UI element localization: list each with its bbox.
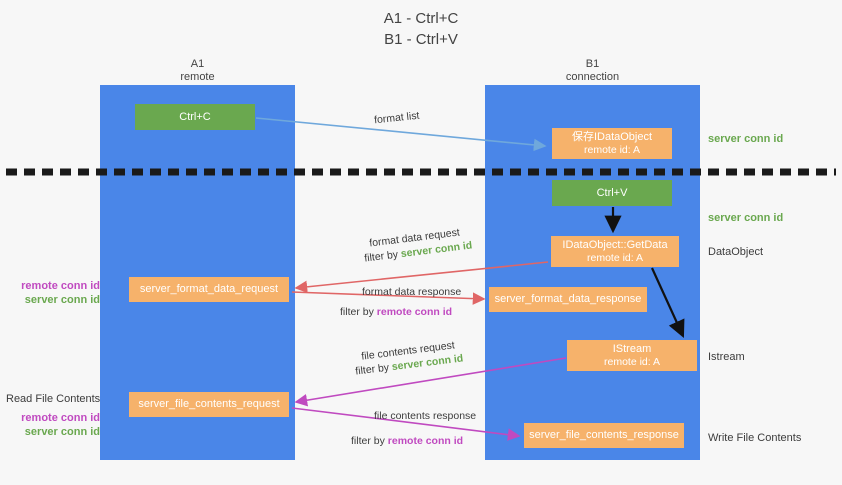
lane-header-b1-name: B1 xyxy=(585,58,600,70)
node-server-format-data-response-label: server_format_data_response xyxy=(494,293,642,305)
annotation-read-file-contents: Read File Contents xyxy=(6,393,101,405)
lane-header-a1: A1 remote xyxy=(130,58,265,84)
node-server-file-contents-request-label: server_file_contents_request xyxy=(138,398,280,410)
edge-label-file-contents-response-filter: filter by remote conn id xyxy=(351,434,463,448)
annotation-left-conn-ids-format: remote conn id server conn id xyxy=(8,279,100,307)
annotation-server-conn-id: server conn id xyxy=(24,294,100,306)
node-idataobject-getdata[interactable]: IDataObject::GetData remote id: A xyxy=(551,236,679,267)
annotation-write-file-contents: Write File Contents xyxy=(708,432,802,444)
annotation-istream: Istream xyxy=(708,351,745,363)
edge-label-format-list: format list xyxy=(373,109,420,128)
node-server-file-contents-response-label: server_file_contents_response xyxy=(529,429,679,441)
edge-label-format-data-response-filter: filter by remote conn id xyxy=(340,305,452,319)
page-title: A1 - Ctrl+C B1 - Ctrl+V xyxy=(0,8,842,50)
node-istream[interactable]: IStream remote id: A xyxy=(567,340,697,371)
annotation-left-conn-ids-file: remote conn id server conn id xyxy=(8,411,100,439)
lane-header-b1: B1 connection xyxy=(535,58,650,84)
filter-prefix: filter by xyxy=(363,248,402,265)
annotation-server-conn-id-mid: server conn id xyxy=(708,212,784,224)
node-save-idataobject[interactable]: 保存IDataObject remote id: A xyxy=(552,128,672,159)
filter-prefix: filter by xyxy=(354,361,393,378)
annotation-dataobject: DataObject xyxy=(708,246,764,258)
filter-key-remote-conn-id: remote conn id xyxy=(387,435,464,447)
lane-header-a1-name: A1 xyxy=(190,58,205,70)
node-server-format-data-request-label: server_format_data_request xyxy=(139,283,279,295)
node-idataobject-getdata-sub: remote id: A xyxy=(586,251,644,264)
node-ctrl-c-label: Ctrl+C xyxy=(179,110,211,123)
node-ctrl-v[interactable]: Ctrl+V xyxy=(552,180,672,206)
edge-label-file-contents-response-text: file contents response xyxy=(374,410,477,422)
filter-prefix: filter by xyxy=(351,435,388,447)
annotation-remote-conn-id: remote conn id xyxy=(21,412,100,424)
lane-header-b1-subtitle: connection xyxy=(565,71,620,83)
title-line-1: A1 - Ctrl+C xyxy=(383,10,459,27)
title-line-2: B1 - Ctrl+V xyxy=(384,31,458,48)
node-save-idataobject-sub: remote id: A xyxy=(583,143,641,156)
filter-key-remote-conn-id: remote conn id xyxy=(376,306,453,318)
node-save-idataobject-label: 保存IDataObject xyxy=(571,130,653,143)
node-server-file-contents-response[interactable]: server_file_contents_response xyxy=(524,423,684,448)
node-ctrl-c[interactable]: Ctrl+C xyxy=(135,104,255,130)
node-istream-sub: remote id: A xyxy=(603,355,661,368)
node-ctrl-v-label: Ctrl+V xyxy=(596,186,628,199)
edge-label-file-contents-response: file contents response xyxy=(374,409,476,423)
node-server-format-data-request[interactable]: server_format_data_request xyxy=(129,277,289,302)
node-server-file-contents-request[interactable]: server_file_contents_request xyxy=(129,392,289,417)
annotation-server-conn-id: server conn id xyxy=(24,426,100,438)
node-server-format-data-response[interactable]: server_format_data_response xyxy=(489,287,647,312)
node-idataobject-getdata-label: IDataObject::GetData xyxy=(562,238,668,251)
edge-label-format-data-response-text: format data response xyxy=(362,286,462,298)
edge-label-format-data-response: format data response xyxy=(362,285,461,299)
annotation-remote-conn-id: remote conn id xyxy=(21,280,100,292)
filter-prefix: filter by xyxy=(340,306,377,318)
node-istream-label: IStream xyxy=(612,342,652,355)
edge-label-format-list-text: format list xyxy=(373,109,421,127)
annotation-server-conn-id-top: server conn id xyxy=(708,133,784,145)
lane-header-a1-subtitle: remote xyxy=(180,71,215,83)
